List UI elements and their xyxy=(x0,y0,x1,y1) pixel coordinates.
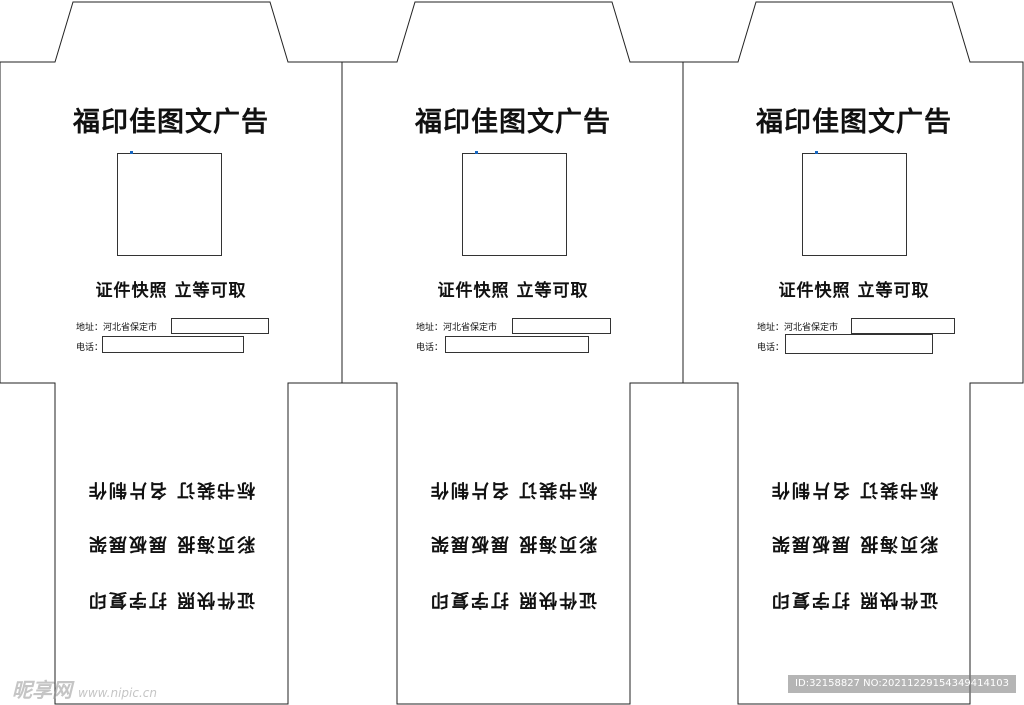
watermark-logo: 昵享网 www.nipic.cn xyxy=(12,674,157,703)
watermark-id: ID:32158827 NO:20211229154349414103 xyxy=(788,675,1016,693)
back-line-3: 证件快照 打字复印 xyxy=(769,589,939,610)
address-label: 地址：河北省保定市 xyxy=(757,323,839,333)
back-line-2: 彩页海报 展板展架 xyxy=(86,533,256,554)
phone-field xyxy=(102,336,244,353)
panel-2: 福印佳图文广告 证件快照 立等可取 地址：河北省保定市 电话： 标书装订 名片制… xyxy=(342,0,684,705)
marker-dot xyxy=(815,151,818,154)
photo-placeholder xyxy=(117,151,222,256)
phone-label: 电话： xyxy=(757,343,785,353)
back-line-3: 证件快照 打字复印 xyxy=(428,589,598,610)
back-line-2: 彩页海报 展板展架 xyxy=(769,533,939,554)
marker-dot xyxy=(475,151,478,154)
phone-label: 电话： xyxy=(76,343,104,353)
phone-field xyxy=(445,336,589,353)
address-label: 地址：河北省保定市 xyxy=(416,323,498,333)
phone-label: 电话： xyxy=(416,343,444,353)
photo-placeholder xyxy=(462,151,567,256)
watermark-url: www.nipic.cn xyxy=(78,686,157,700)
panel-2-outline xyxy=(342,1,684,705)
back-line-1: 标书装订 名片制作 xyxy=(428,479,598,500)
panel-title: 福印佳图文广告 xyxy=(73,107,269,138)
panel-title: 福印佳图文广告 xyxy=(415,107,611,138)
panel-slogan: 证件快照 立等可取 xyxy=(778,281,930,301)
back-line-2: 彩页海报 展板展架 xyxy=(428,533,598,554)
panel-title: 福印佳图文广告 xyxy=(756,107,952,138)
marker-dot xyxy=(130,151,133,154)
panel-slogan: 证件快照 立等可取 xyxy=(437,281,589,301)
back-line-1: 标书装订 名片制作 xyxy=(86,479,256,500)
watermark-site-name: 昵享网 xyxy=(12,678,72,702)
phone-field xyxy=(785,334,933,354)
panel-3: 福印佳图文广告 证件快照 立等可取 地址：河北省保定市 电话： 标书装订 名片制… xyxy=(683,0,1024,705)
panel-1: 福印佳图文广告 证件快照 立等可取 地址：河北省保定市 电话： 标书装订 名片制… xyxy=(0,0,342,705)
address-field xyxy=(851,318,955,334)
back-line-1: 标书装订 名片制作 xyxy=(769,479,939,500)
back-line-3: 证件快照 打字复印 xyxy=(86,589,256,610)
panel-slogan: 证件快照 立等可取 xyxy=(95,281,247,301)
address-field xyxy=(171,318,269,334)
panel-3-outline xyxy=(683,1,1024,705)
address-field xyxy=(512,318,611,334)
photo-placeholder xyxy=(802,151,907,256)
address-label: 地址：河北省保定市 xyxy=(76,323,158,333)
